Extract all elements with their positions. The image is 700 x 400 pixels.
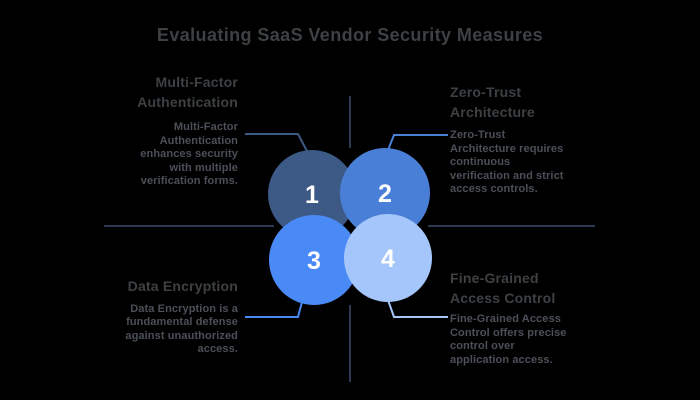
- label-multi-factor-authentication: Multi-Factor Authentication Multi-Factor…: [118, 73, 238, 189]
- circle-2: [340, 148, 430, 238]
- label-data-encryption: Data Encryption Data Encryption is a fun…: [118, 277, 238, 357]
- item-title: Fine-Grained Access Control: [450, 270, 556, 306]
- label-fine-grained-access-control: Fine-Grained Access Control Fine-Grained…: [450, 269, 576, 367]
- circle-4-number: 4: [381, 245, 395, 273]
- item-description: Multi-Factor Authentication enhances sec…: [140, 121, 238, 188]
- item-description: Fine-Grained Access Control offers preci…: [450, 313, 567, 366]
- circle-2-number: 2: [378, 180, 392, 208]
- circle-3-number: 3: [307, 247, 321, 275]
- leader-line-1: [245, 133, 309, 154]
- item-title: Data Encryption: [127, 278, 238, 294]
- circle-4: [344, 214, 432, 302]
- circle-1: [268, 150, 356, 238]
- item-title: Zero-Trust Architecture: [450, 84, 535, 120]
- circle-1-number: 1: [305, 181, 319, 209]
- item-description: Data Encryption is a fundamental defense…: [125, 302, 238, 356]
- leader-line-3: [245, 301, 303, 318]
- circle-3: [269, 215, 359, 305]
- item-title: Multi-Factor Authentication: [137, 74, 238, 110]
- label-zero-trust-architecture: Zero-Trust Architecture Zero-Trust Archi…: [450, 83, 572, 197]
- item-description: Zero-Trust Architecture requires continu…: [450, 129, 564, 196]
- page-title: Evaluating SaaS Vendor Security Measures: [156, 25, 544, 45]
- leader-line-4: [387, 299, 448, 318]
